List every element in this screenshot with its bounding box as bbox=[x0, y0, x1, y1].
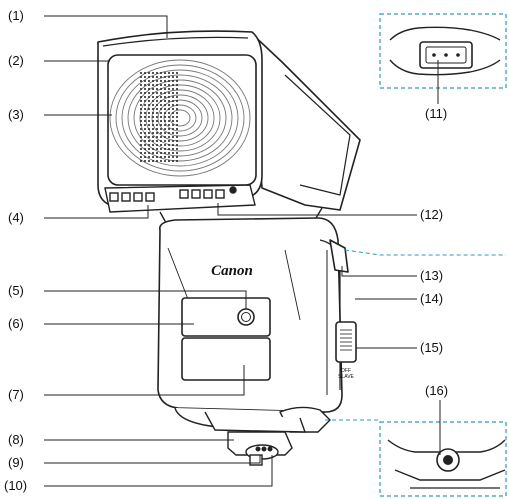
battery-cover bbox=[181, 337, 271, 381]
label-14: (14) bbox=[420, 291, 444, 306]
label-8: (8) bbox=[8, 432, 24, 447]
label-15: (15) bbox=[420, 340, 444, 355]
flash-body bbox=[157, 217, 357, 413]
label-7: (7) bbox=[8, 387, 24, 402]
label-16: (16) bbox=[425, 383, 449, 398]
fresnel-panel bbox=[107, 54, 257, 186]
label-3: (3) bbox=[8, 107, 24, 122]
wireless-panel bbox=[181, 297, 271, 337]
label-2: (2) bbox=[8, 53, 24, 68]
flash-head bbox=[97, 30, 361, 211]
label-1: (1) bbox=[8, 8, 24, 23]
inset-connectors bbox=[325, 249, 506, 421]
foot bbox=[174, 406, 331, 466]
label-4: (4) bbox=[8, 210, 24, 225]
callout-lines bbox=[44, 15, 441, 487]
label-11: (11) bbox=[425, 106, 448, 121]
af-assist-grid bbox=[140, 72, 180, 164]
switch-text-off: OFF bbox=[341, 368, 351, 374]
inset-terminal bbox=[379, 13, 507, 89]
label-6: (6) bbox=[8, 316, 24, 331]
label-13: (13) bbox=[420, 268, 444, 283]
label-10: (10) bbox=[4, 478, 28, 493]
inset-lock-pin bbox=[379, 421, 507, 497]
switch-text-slave: SLAVE bbox=[338, 374, 354, 380]
label-5: (5) bbox=[8, 283, 24, 298]
label-12: (12) bbox=[420, 207, 444, 222]
brand-logo: Canon bbox=[211, 263, 253, 279]
label-9: (9) bbox=[8, 455, 24, 470]
head-bottom bbox=[104, 184, 256, 213]
